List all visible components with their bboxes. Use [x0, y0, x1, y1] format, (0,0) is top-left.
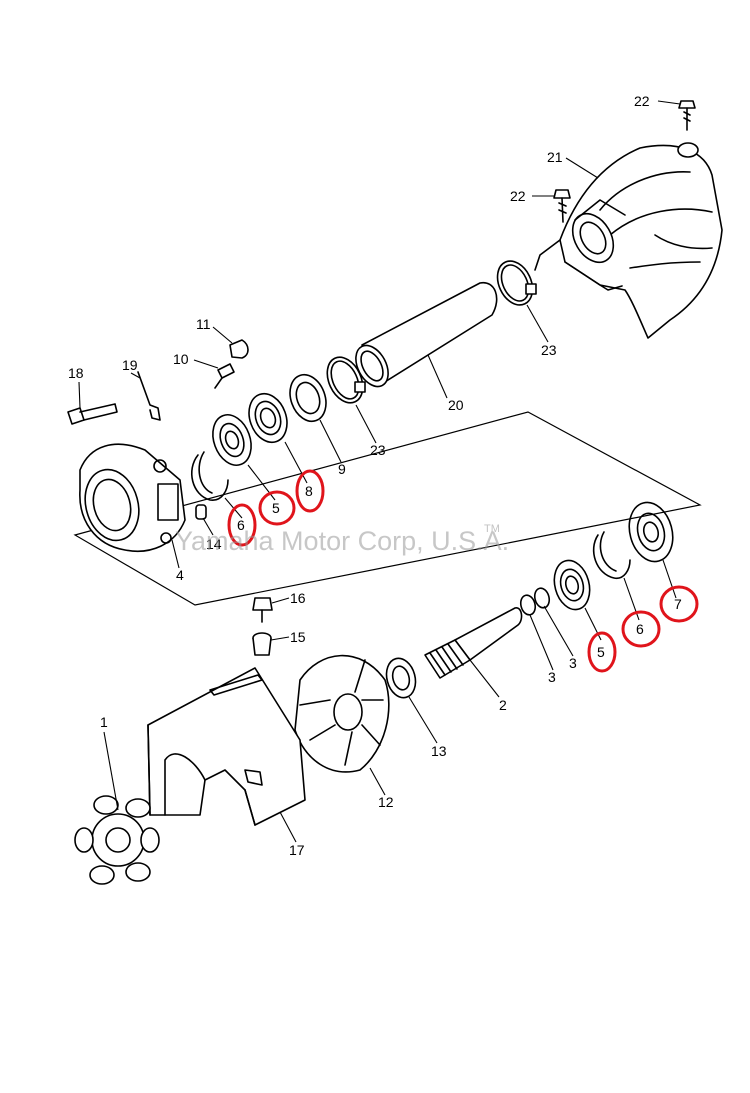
part-20-hose [355, 282, 498, 388]
callout-23-upper: 23 [541, 342, 557, 358]
callout-20: 20 [448, 397, 464, 413]
callout-14: 14 [206, 536, 222, 552]
part-22-bolt-top [678, 100, 696, 131]
callout-6-lower: 6 [636, 621, 644, 637]
part-9-seal [289, 373, 327, 423]
callout-5-upper: 5 [272, 500, 280, 516]
callout-7: 7 [674, 596, 682, 612]
callout-18: 18 [68, 365, 84, 381]
highlight-rings [227, 469, 699, 673]
callout-15: 15 [290, 629, 306, 645]
callout-19: 19 [122, 357, 138, 373]
part-7-bearing [628, 501, 674, 563]
part-12-impeller [294, 654, 390, 773]
callout-1: 1 [100, 714, 108, 730]
part-6-circlip-upper [190, 451, 229, 501]
highlight-ring-8 [295, 469, 325, 513]
part-8-seal [248, 392, 288, 444]
callout-labels: 22 21 22 23 20 23 11 10 19 18 9 8 5 6 14… [68, 93, 682, 858]
part-14-pin [195, 504, 207, 520]
part-17-housing [147, 667, 306, 826]
part-5-bearing-upper [212, 414, 252, 466]
callout-3-b: 3 [569, 655, 577, 671]
watermark-text: Yamaha Motor Corp, U.S.A. [175, 526, 509, 556]
callout-16: 16 [290, 590, 306, 606]
part-18-bolt [67, 403, 118, 425]
highlight-ring-6-lower [621, 610, 661, 648]
part-22-bolt-side [553, 189, 571, 223]
callout-17: 17 [289, 842, 305, 858]
part-4-housing [79, 443, 186, 552]
leader-lines [78, 100, 681, 843]
callout-9: 9 [338, 461, 346, 477]
callout-6-upper: 6 [237, 517, 245, 533]
callout-22-side: 22 [510, 188, 526, 204]
callout-10: 10 [173, 351, 189, 367]
highlight-ring-6-upper [227, 503, 257, 547]
callout-23-lower: 23 [370, 442, 386, 458]
highlight-ring-7 [659, 585, 699, 623]
part-21-pump-cover [534, 142, 723, 339]
subassembly-frame [73, 411, 702, 606]
part-19-clip [137, 371, 161, 421]
callout-21: 21 [547, 149, 563, 165]
callout-13: 13 [431, 743, 447, 759]
callout-12: 12 [378, 794, 394, 810]
part-6-circlip-lower [592, 531, 631, 580]
part-23-clamp-upper [496, 260, 537, 306]
highlight-ring-5-lower [587, 631, 617, 673]
callout-4: 4 [176, 567, 184, 583]
part-15-collar [252, 632, 272, 656]
callout-3-a: 3 [548, 669, 556, 685]
part-10-grease-nipple [214, 363, 235, 389]
part-16-bolt [252, 597, 273, 623]
callout-8: 8 [305, 483, 313, 499]
part-2-shaft [424, 607, 523, 679]
callout-5-lower: 5 [597, 644, 605, 660]
callout-2: 2 [499, 697, 507, 713]
part-11-cap [229, 339, 249, 359]
part-3-o-rings [519, 587, 551, 616]
part-23-clamp-lower [326, 356, 366, 404]
callout-22-top: 22 [634, 93, 650, 109]
part-5-bearing-lower [553, 559, 591, 611]
highlight-ring-5-upper [258, 490, 296, 526]
watermark-trademark: TM [484, 523, 500, 535]
callout-11: 11 [196, 316, 211, 332]
part-1-coupler [74, 795, 160, 885]
part-13-washer [385, 657, 417, 699]
